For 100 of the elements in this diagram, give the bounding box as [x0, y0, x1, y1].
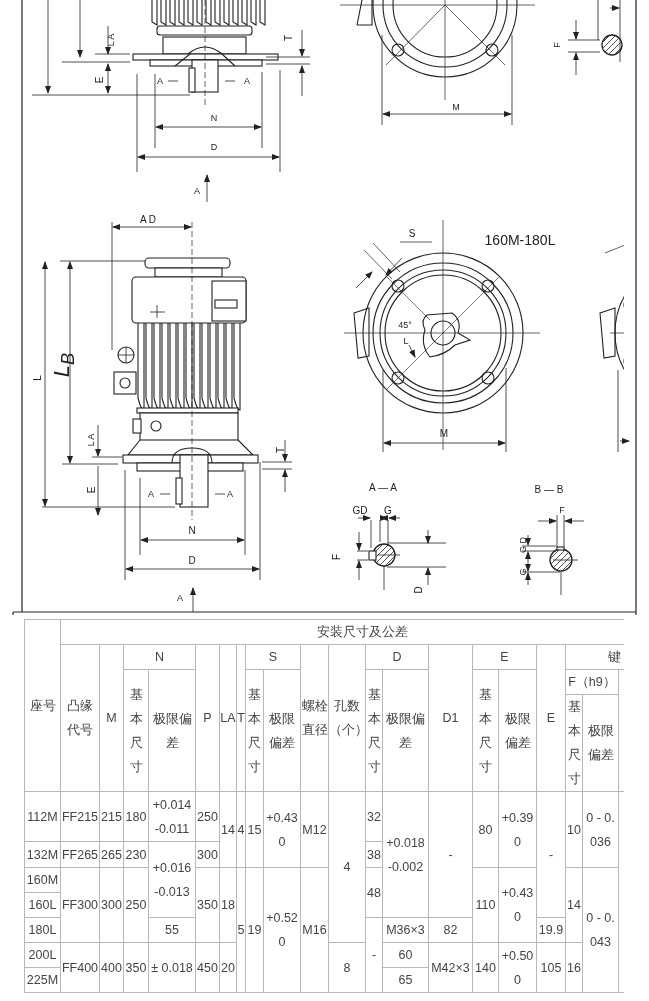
table-cell: 265 [99, 841, 124, 868]
dimension-label: F [332, 553, 342, 561]
table-cell: 132M [24, 841, 61, 868]
table-cell: 10 [565, 791, 583, 868]
dimension-label: L [403, 336, 409, 346]
dimension-label: F [552, 42, 562, 48]
table-cell: 230 [123, 841, 149, 868]
dimension-label: L A [86, 433, 96, 447]
table-cell: M12 [300, 791, 329, 868]
table-cell: 215 [99, 791, 124, 842]
table-cell: 300 [99, 867, 124, 943]
table-cell: FF215 [60, 791, 100, 842]
dimension-label: M [452, 102, 460, 112]
header-cell: D [365, 644, 429, 670]
table-cell: 32 [365, 791, 383, 842]
header-cell: E [472, 644, 537, 670]
header-cell: D1 [428, 644, 473, 792]
table-cell: 18 [219, 867, 237, 943]
dimension-label: E [95, 76, 105, 84]
table-cell: 80 [472, 791, 499, 868]
table-cell: 450 [195, 942, 220, 993]
header-cell: 孔数（个） [328, 644, 366, 792]
dimension-label: S [408, 229, 416, 239]
dimension-label: D [210, 142, 218, 152]
header-cell: 基本尺寸 [245, 669, 264, 792]
table-cell: 350 [195, 867, 220, 943]
header-cell: M [99, 644, 124, 792]
size-range-label: 160M-180L [484, 233, 556, 247]
dimension-label: D [414, 586, 424, 594]
header-cell: 基本尺寸 [365, 669, 383, 792]
table-cell: 160M [24, 867, 61, 893]
dimension-label: G [384, 506, 392, 516]
header-cell: S [245, 644, 301, 670]
section-marker: A [157, 76, 163, 86]
header-cell: 座号 [24, 619, 61, 792]
table-cell: - [536, 791, 566, 918]
dimension-label: N [210, 113, 218, 123]
table-cell: +0.39 0 [498, 791, 537, 868]
section-marker: A [244, 76, 250, 86]
dimension-label: N [188, 526, 196, 536]
table-cell: 200L [24, 942, 61, 968]
header-cell: N [123, 644, 196, 670]
table-cell: 105 [536, 942, 566, 993]
view-arrow-label: A [177, 593, 183, 603]
table-cell: 14 [565, 867, 583, 943]
section-view-label: A — A [369, 483, 397, 493]
header-cell: LA [219, 644, 237, 792]
dimension-label: M [439, 429, 449, 439]
table-cell: 180L [24, 917, 61, 943]
table-cell: 112M [24, 791, 61, 842]
table-cell: 110 [472, 867, 499, 943]
dimension-label: L [33, 375, 43, 381]
header-cell: 安装尺寸及公差 [60, 619, 624, 645]
table-cell: +0.50 0 [498, 942, 537, 993]
section-marker: A [227, 489, 233, 499]
dimension-label: F [559, 505, 565, 515]
table-cell: M36×3 [382, 917, 429, 943]
table-cell: 350 [123, 942, 149, 993]
table-cell: +0.016 -0.013 [148, 841, 196, 918]
dimension-label: D [188, 556, 196, 566]
table-cell: FF265 [60, 841, 100, 868]
section-view-label: B — B [534, 485, 564, 495]
dimension-label: T [276, 446, 286, 454]
table-cell: +0.014 -0.011 [148, 791, 196, 842]
table-cell: FF300 [60, 867, 100, 943]
table-cell: 225M [24, 967, 61, 993]
table-cell: 250 [195, 791, 220, 842]
angle-label: 45° [398, 320, 412, 330]
header-cell: 凸缘代号 [60, 644, 100, 792]
header-cell: E [536, 644, 566, 792]
table-cell: - [428, 791, 473, 918]
dimension-label: A D [139, 215, 157, 225]
table-cell: - [365, 917, 383, 993]
header-cell: 螺栓直径 [300, 644, 329, 792]
dimension-label: GD [352, 506, 368, 516]
dimension-label: G [518, 568, 528, 576]
table-cell: FF400 [60, 942, 100, 993]
header-cell: P [195, 644, 220, 792]
dimension-label: G D [518, 537, 528, 553]
table-cell: 400 [99, 942, 124, 993]
table-cell: 19 [245, 867, 264, 993]
header-cell: 基本尺寸 [472, 669, 499, 792]
table-cell: 4 [328, 791, 366, 943]
table-cell: ± 0.018 [148, 942, 196, 993]
view-arrow-label: A [194, 186, 200, 196]
table-cell: 180 [123, 791, 149, 842]
table-cell: 4 [236, 791, 246, 868]
dimension-label: E [87, 486, 97, 494]
header-cell: 基本尺寸 [123, 669, 149, 792]
table-cell: M42×3 [428, 942, 473, 993]
dimension-label: T [284, 34, 294, 42]
table-cell: 14 [219, 791, 237, 868]
table-cell: 15 [245, 791, 264, 868]
header-cell: T [236, 644, 246, 792]
table-cell: 0 - 0.036 [582, 791, 619, 868]
header-cell: F（h9） [565, 669, 619, 695]
table-cell: +0.43 0 [263, 791, 301, 868]
table-cell: +0.018 -0.002 [382, 791, 429, 918]
table-cell: 160L [24, 892, 61, 918]
table-cell: 140 [472, 942, 499, 993]
